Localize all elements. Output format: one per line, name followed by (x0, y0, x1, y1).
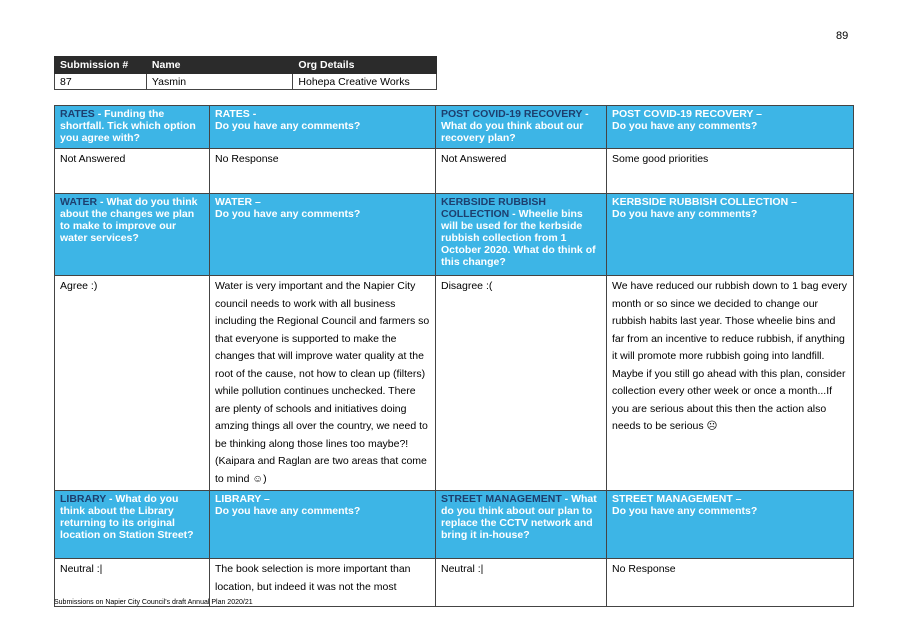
section-answer-row: Neutral :|The book selection is more imp… (54, 558, 854, 607)
topic-label: WATER (60, 196, 98, 208)
answer-cell: Water is very important and the Napier C… (209, 275, 436, 491)
footer-text: Submissions on Napier City Council's dra… (54, 599, 253, 606)
answer-cell: Not Answered (54, 148, 210, 194)
section-header-row: WATER - What do you think about the chan… (54, 193, 854, 276)
section-header-row: LIBRARY - What do you think about the Li… (54, 490, 854, 559)
answer-cell: Some good priorities (606, 148, 854, 194)
submitter-name: Yasmin (145, 73, 294, 90)
submission-number-header: Submission # (54, 56, 147, 74)
answer-cell: Agree :) (54, 275, 210, 491)
question-text: RATES - Do you have any comments? (215, 108, 361, 132)
question-text: - Funding the shortfall. Tick which opti… (60, 108, 196, 144)
answer-cell: Disagree :( (435, 275, 607, 491)
org-details: Hohepa Creative Works (292, 73, 437, 90)
question-text: - What do you think about our plan to re… (441, 493, 597, 541)
header-cell-question: LIBRARY - What do you think about the Li… (54, 490, 210, 559)
topic-label: RATES (60, 108, 95, 120)
question-text: - What do you think about our recovery p… (441, 108, 589, 144)
answer-cell: We have reduced our rubbish down to 1 ba… (606, 275, 854, 491)
section-header-row: RATES - Funding the shortfall. Tick whic… (54, 105, 854, 149)
answer-cell: The book selection is more important tha… (209, 558, 436, 607)
org-details-header: Org Details (292, 56, 437, 74)
submission-number: 87 (54, 73, 147, 90)
answer-cell: No Response (209, 148, 436, 194)
topic-label: POST COVID-19 RECOVERY (441, 108, 583, 120)
header-cell-comments: WATER – Do you have any comments? (209, 193, 436, 276)
question-text: - What do you think about the changes we… (60, 196, 198, 244)
name-header: Name (145, 56, 294, 74)
submission-table: Submission # Name Org Details 87 Yasmin … (54, 56, 437, 90)
header-cell-comments: LIBRARY – Do you have any comments? (209, 490, 436, 559)
answer-cell: Neutral :| (54, 558, 210, 607)
topic-label: STREET MANAGEMENT (441, 493, 562, 505)
answer-cell: Neutral :| (435, 558, 607, 607)
answer-cell: No Response (606, 558, 854, 607)
header-cell-comments: KERBSIDE RUBBISH COLLECTION – Do you hav… (606, 193, 854, 276)
question-text: STREET MANAGEMENT – Do you have any comm… (612, 493, 758, 517)
submission-header-row: Submission # Name Org Details (54, 56, 437, 74)
section-answer-row: Agree :)Water is very important and the … (54, 275, 854, 491)
header-cell-comments: STREET MANAGEMENT – Do you have any comm… (606, 490, 854, 559)
submission-value-row: 87 Yasmin Hohepa Creative Works (54, 73, 437, 90)
header-cell-comments: RATES - Do you have any comments? (209, 105, 436, 149)
question-text: KERBSIDE RUBBISH COLLECTION – Do you hav… (612, 196, 797, 220)
header-cell-question: KERBSIDE RUBBISH COLLECTION - Wheelie bi… (435, 193, 607, 276)
question-text: WATER – Do you have any comments? (215, 196, 361, 220)
page-number: 89 (836, 30, 849, 42)
topic-label: KERBSIDE RUBBISH COLLECTION (441, 196, 547, 220)
question-text: POST COVID-19 RECOVERY – Do you have any… (612, 108, 762, 132)
question-text: - What do you think about the Library re… (60, 493, 194, 541)
topic-label: LIBRARY (60, 493, 107, 505)
responses-table: RATES - Funding the shortfall. Tick whic… (54, 105, 854, 607)
header-cell-question: STREET MANAGEMENT - What do you think ab… (435, 490, 607, 559)
header-cell-question: WATER - What do you think about the chan… (54, 193, 210, 276)
header-cell-question: POST COVID-19 RECOVERY - What do you thi… (435, 105, 607, 149)
question-text: - Wheelie bins will be used for the kerb… (441, 208, 596, 268)
answer-cell: Not Answered (435, 148, 607, 194)
question-text: LIBRARY – Do you have any comments? (215, 493, 361, 517)
header-cell-comments: POST COVID-19 RECOVERY – Do you have any… (606, 105, 854, 149)
header-cell-question: RATES - Funding the shortfall. Tick whic… (54, 105, 210, 149)
